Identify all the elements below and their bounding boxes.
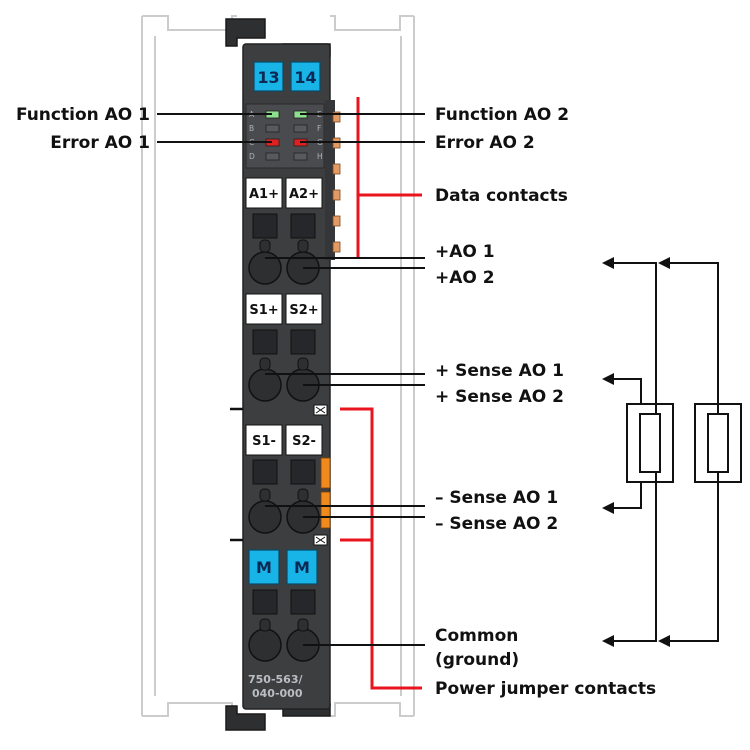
label-ao2-plus: +AO 2 xyxy=(435,268,495,288)
terminal-label-m2: M xyxy=(294,558,310,577)
load-resistor-2 xyxy=(694,403,742,483)
terminal-14-label: 14 xyxy=(294,68,316,87)
power-jumper-contact-lower xyxy=(320,491,331,529)
terminal-13 xyxy=(253,61,284,92)
label-function-ao2: Function AO 2 xyxy=(435,105,569,125)
load-resistor-1 xyxy=(626,403,674,483)
din-rail xyxy=(141,15,415,717)
arrowheads xyxy=(602,257,670,647)
clamp-m1 xyxy=(248,628,282,662)
data-contacts-bracket xyxy=(356,97,422,257)
label-sense-ao2-plus: + Sense AO 2 xyxy=(435,387,564,407)
led-letter-h: H xyxy=(317,152,323,161)
power-jumper-bracket xyxy=(340,407,422,690)
label-ground: (ground) xyxy=(435,650,519,670)
module-housing xyxy=(242,43,331,710)
label-common: Common xyxy=(435,626,518,646)
terminal-label-s2plus: S2+ xyxy=(289,303,318,318)
terminal-14 xyxy=(290,61,321,92)
terminal-13-label: 13 xyxy=(257,68,279,87)
clamp-a1plus xyxy=(248,251,282,285)
terminal-label-m1: M xyxy=(256,558,272,577)
label-sense-ao2-minus: – Sense AO 2 xyxy=(435,514,558,534)
terminal-label-s1minus: S1- xyxy=(252,434,276,449)
label-data-contacts: Data contacts xyxy=(435,186,568,206)
label-ao1-plus: +AO 1 xyxy=(435,242,495,262)
led-letter-b: B xyxy=(249,124,254,133)
product-number-line1: 750-563/ xyxy=(248,673,303,686)
io-module: A B C D E F G H 13 14 A1+ A2+ xyxy=(225,18,341,731)
led-letter-f: F xyxy=(317,124,321,133)
bottom-clip xyxy=(225,705,266,731)
label-error-ao1: Error AO 1 xyxy=(50,133,150,153)
led-letter-d: D xyxy=(249,152,255,161)
label-power-jumper-contacts: Power jumper contacts xyxy=(435,679,656,699)
terminal-label-a2plus: A2+ xyxy=(289,187,319,202)
terminal-label-a1plus: A1+ xyxy=(249,187,279,202)
power-jumper-contact-upper xyxy=(320,457,331,489)
product-number-line2: 040-000 xyxy=(252,687,303,700)
label-sense-ao1-minus: – Sense AO 1 xyxy=(435,488,558,508)
terminal-label-s2minus: S2- xyxy=(292,434,316,449)
top-clip xyxy=(225,18,266,47)
label-function-ao1: Function AO 1 xyxy=(16,105,150,125)
label-error-ao2: Error AO 2 xyxy=(435,133,535,153)
terminal-label-s1plus: S1+ xyxy=(249,303,278,318)
label-sense-ao1-plus: + Sense AO 1 xyxy=(435,361,564,381)
leader-lines xyxy=(157,113,425,646)
